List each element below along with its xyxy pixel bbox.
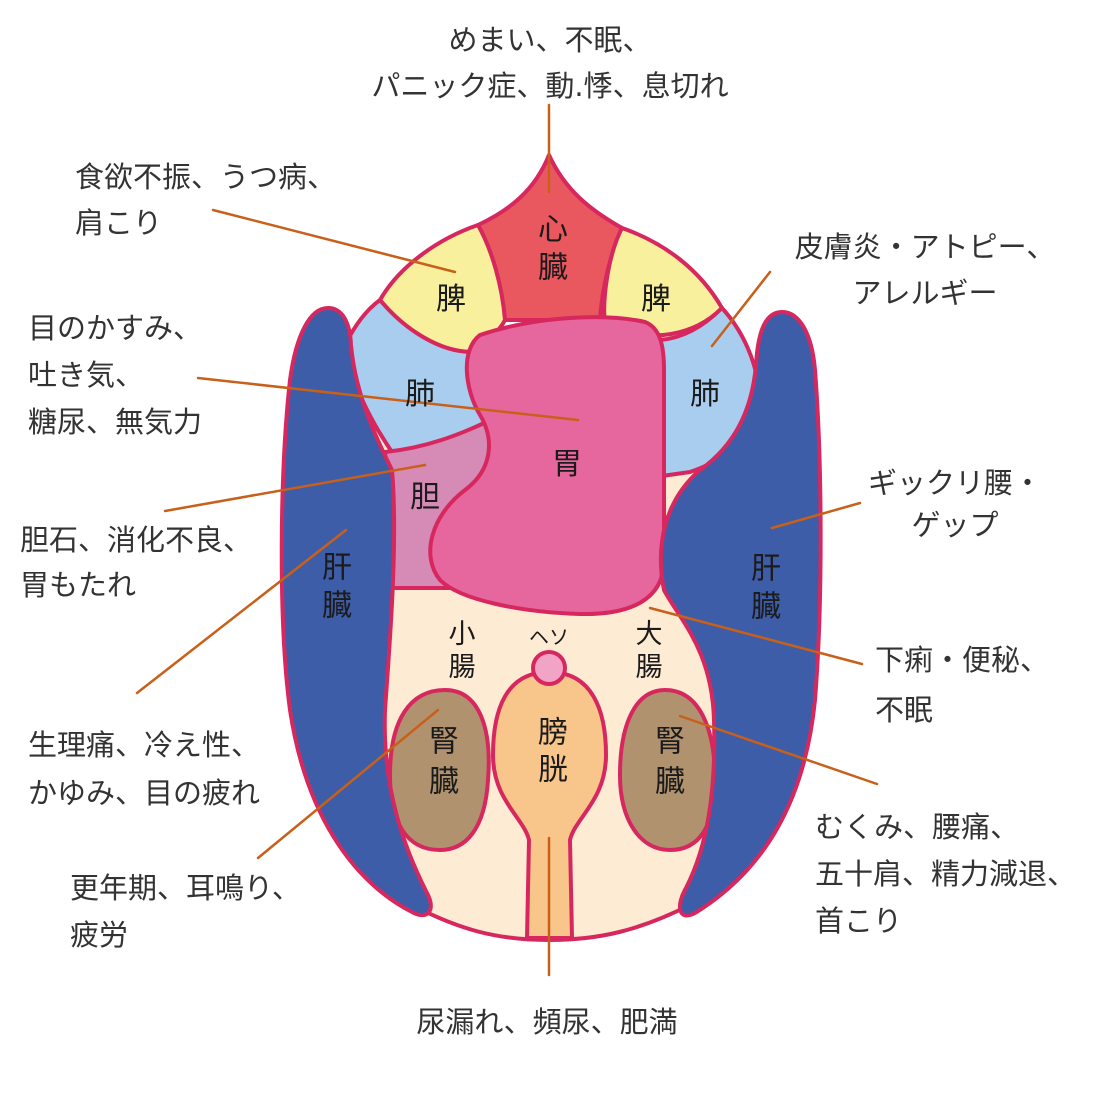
- annotation-line: 皮膚炎・アトピー、: [794, 230, 1056, 264]
- annotation-line: ギックリ腰・: [867, 466, 1042, 500]
- stomach-region: [428, 315, 666, 617]
- liver-left-region: [279, 306, 433, 918]
- organ-label-navel: ヘソ: [529, 625, 569, 649]
- annotation-gallbladder: 胆石、消化不良、 胃もたれ: [20, 518, 252, 608]
- annotation-line: 尿漏れ、頻尿、肥満: [416, 1005, 678, 1039]
- organ-label-liver-right: 肝臓: [745, 552, 780, 628]
- annotation-line: 糖尿、無気力: [28, 405, 203, 439]
- leader-line-spleen: [211, 208, 457, 274]
- annotation-lung-right: 皮膚炎・アトピー、 アレルギー: [790, 224, 1060, 316]
- organ-label-spleen-right: 脾: [641, 282, 671, 317]
- annotation-line: 生理痛、冷え性、: [28, 728, 261, 762]
- annotation-liver-right: ギックリ腰・ ゲップ: [820, 462, 1090, 546]
- annotation-line: むくみ、腰痛、: [815, 810, 1020, 844]
- annotation-line: 肩こり: [75, 206, 163, 240]
- organ-label-lung-right: 肺: [690, 377, 720, 412]
- annotation-kidney-left: 更年期、耳鳴り、 疲労: [70, 865, 301, 959]
- annotation-line: 首こり: [815, 904, 903, 938]
- annotation-line: 更年期、耳鳴り、: [70, 871, 301, 905]
- organ-label-small-intestine: 小腸: [443, 619, 475, 685]
- annotation-line: かゆみ、目の疲れ: [28, 776, 261, 810]
- organ-label-bladder: 膀胱: [532, 716, 567, 790]
- annotation-bladder: 尿漏れ、頻尿、肥満: [0, 999, 1094, 1045]
- annotation-heart: めまい、不眠、 パニック症、動.悸、息切れ: [0, 17, 1100, 109]
- organ-label-stomach: 胃: [552, 447, 582, 482]
- spleen-right-region: [602, 226, 724, 338]
- annotation-line: 疲労: [70, 918, 129, 952]
- organ-label-heart: 心臓: [532, 213, 567, 289]
- navel-circle: [531, 650, 567, 686]
- leader-line-large-intestine: [648, 606, 864, 666]
- annotation-line: アレルギー: [852, 276, 998, 310]
- annotation-spleen: 食欲不振、うつ病、 肩こり: [75, 154, 336, 246]
- leader-line-gallbladder: [163, 463, 427, 513]
- organ-label-kidney-left: 腎臓: [423, 725, 458, 805]
- annotation-line: 食欲不振、うつ病、: [75, 160, 337, 194]
- organ-label-liver-left: 肝臓: [316, 551, 351, 627]
- leader-line-lung-right: [710, 270, 772, 348]
- annotation-line: パニック症、動.悸、息切れ: [371, 69, 729, 103]
- organ-label-spleen-left: 脾: [436, 282, 466, 317]
- annotation-line: めまい、不眠、: [448, 23, 652, 57]
- organ-label-lung-left: 肺: [405, 377, 435, 412]
- leader-line-kidney-left: [256, 708, 440, 860]
- annotation-line: 不眠: [875, 693, 934, 727]
- kidney-right-region: [618, 688, 717, 852]
- organ-label-gallbladder: 胆: [410, 480, 440, 515]
- annotation-line: 胆石、消化不良、: [20, 523, 253, 557]
- leader-line-liver-right: [770, 501, 862, 530]
- leader-line-liver-left: [135, 528, 348, 695]
- annotation-stomach: 目のかすみ、 吐き気、 糖尿、無気力: [28, 305, 202, 446]
- annotation-line: 五十肩、精力減退、: [815, 857, 1077, 891]
- annotation-line: 胃もたれ: [20, 568, 137, 602]
- annotation-line: 吐き気、: [28, 358, 145, 392]
- annotation-liver-left: 生理痛、冷え性、 かゆみ、目の疲れ: [28, 721, 260, 817]
- leader-line-kidney-right: [678, 714, 879, 786]
- annotation-large-intestine: 下痢・便秘、 不眠: [875, 635, 1049, 735]
- annotation-line: 下痢・便秘、: [875, 643, 1050, 677]
- leader-line-stomach: [196, 376, 580, 422]
- annotation-line: 目のかすみ、: [28, 311, 203, 345]
- organ-label-large-intestine: 大腸: [630, 619, 662, 685]
- annotation-kidney-right: むくみ、腰痛、 五十肩、精力減退、 首こり: [815, 804, 1076, 945]
- organ-label-kidney-right: 腎臓: [649, 725, 684, 805]
- annotation-line: ゲップ: [911, 508, 999, 542]
- liver-right-region: [658, 310, 823, 918]
